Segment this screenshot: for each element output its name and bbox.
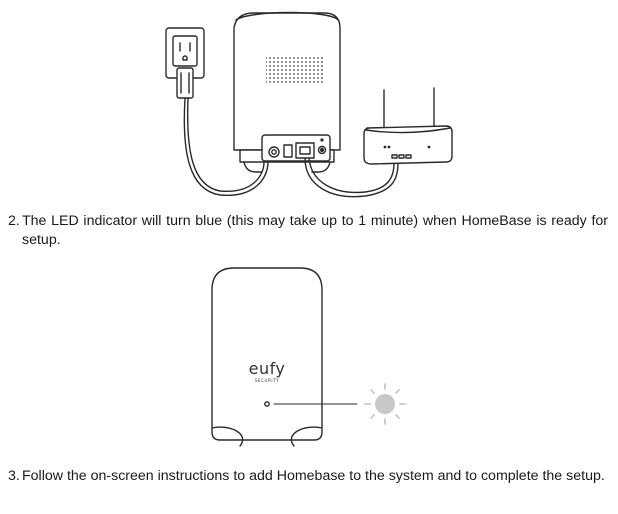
- step-number: 3.: [8, 468, 20, 484]
- led-glow-icon: [364, 383, 406, 425]
- brand-name: eufy: [248, 359, 286, 378]
- eufy-logo: eufy SECURITY: [246, 361, 288, 384]
- ethernet-cable: [304, 157, 399, 198]
- power-plug-icon: [176, 67, 194, 99]
- step-text: Follow the on-screen instructions to add…: [22, 468, 605, 484]
- brand-subtitle: SECURITY: [254, 378, 280, 383]
- homebase-led-diagram: [211, 267, 406, 447]
- step-text: The LED indicator will turn blue (this m…: [22, 213, 608, 248]
- router-illustration: [363, 87, 453, 165]
- homebase-rear-illustration: [233, 11, 341, 173]
- step-3: 3. Follow the on-screen instructions to …: [8, 467, 608, 486]
- led-indicator-icon: [264, 401, 270, 407]
- homebase-front-illustration: [211, 267, 358, 447]
- step-number: 2.: [8, 213, 20, 229]
- power-cable: [183, 97, 269, 196]
- step-2: 2. The LED indicator will turn blue (thi…: [8, 212, 608, 250]
- connection-diagram: [165, 11, 453, 198]
